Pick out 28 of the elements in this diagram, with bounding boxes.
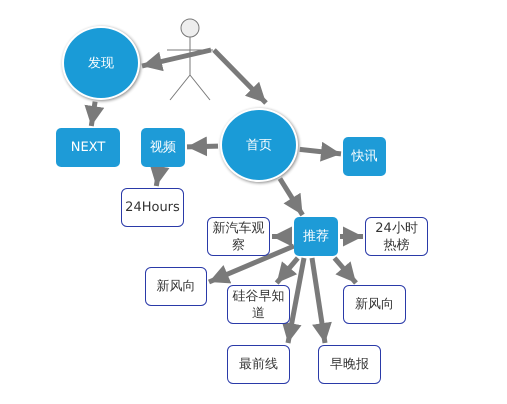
item-box: 最前线	[227, 345, 290, 384]
arrow	[186, 136, 218, 156]
arrow	[332, 256, 358, 285]
circle-node: 首页	[220, 108, 298, 182]
arrow	[212, 48, 268, 105]
item-box: 新风向	[145, 267, 207, 306]
circle-node: 发现	[62, 26, 140, 100]
item-box: 硅谷早知道	[227, 285, 290, 324]
arrow	[150, 164, 170, 186]
item-box: 24Hours	[121, 188, 184, 227]
item-box: 早晚报	[318, 345, 381, 384]
item-box: 24小时热榜	[365, 217, 428, 256]
arrow	[299, 142, 342, 162]
arrow	[84, 101, 104, 126]
process-box: 视频	[141, 128, 185, 167]
arrow	[282, 258, 306, 344]
process-box: NEXT	[56, 128, 120, 167]
process-box: 快讯	[343, 137, 386, 176]
arrow	[274, 256, 300, 285]
arrow	[208, 244, 295, 284]
arrow	[340, 226, 363, 246]
item-box: 新风向	[343, 285, 406, 324]
arrow	[278, 177, 305, 216]
process-box: 推荐	[294, 217, 338, 256]
item-box: 新汽车观察	[207, 217, 270, 256]
arrow	[141, 48, 212, 72]
arrow	[310, 258, 332, 344]
arrow	[272, 226, 292, 246]
